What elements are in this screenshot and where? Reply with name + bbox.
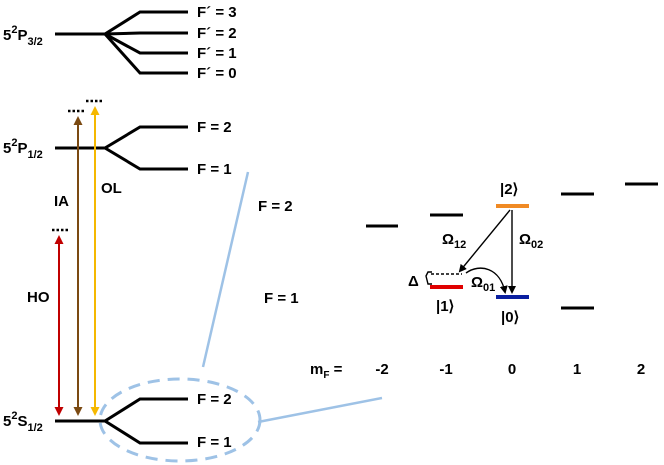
zoom-ellipse bbox=[98, 377, 262, 463]
zeeman-diagram: F = 2 F = 1 Δ Ω12 Ω02 Ω01 |2⟩ |1⟩ |0⟩ mF… bbox=[258, 181, 658, 381]
p12-manifold: 52P1/2 F = 2 F = 1 bbox=[3, 119, 232, 178]
s12-branch-f2 bbox=[104, 397, 188, 423]
omega02-label: Ω02 bbox=[519, 231, 543, 251]
omega12-label: Ω12 bbox=[442, 231, 466, 251]
mf-value-0: 0 bbox=[508, 361, 516, 378]
ol-laser: OL bbox=[86, 99, 122, 416]
zoom-line-bottom bbox=[257, 396, 383, 424]
p32-manifold: 52P3/2 F´ = 3 F´ = 2 F´ = 1 F´ = 0 bbox=[3, 4, 237, 82]
p12-f2-label: F = 2 bbox=[197, 119, 232, 136]
p32-branch-f3 bbox=[104, 10, 188, 36]
omega01-arrow bbox=[465, 267, 508, 294]
mf-value-pos1: 1 bbox=[573, 361, 581, 378]
p12-f1-label: F = 1 bbox=[197, 161, 232, 178]
state-1-label: |1⟩ bbox=[436, 298, 454, 315]
zoom-indicator bbox=[98, 171, 383, 463]
mf-value-neg2: -2 bbox=[375, 361, 388, 378]
state-2-label: |2⟩ bbox=[500, 181, 518, 198]
p12-term-label: 52P1/2 bbox=[3, 137, 43, 161]
mf-value-pos2: 2 bbox=[637, 361, 645, 378]
p32-term-label: 52P3/2 bbox=[3, 24, 43, 48]
mf-value-neg1: -1 bbox=[439, 361, 452, 378]
zoom-line-top bbox=[201, 171, 250, 368]
p12-branch-f1 bbox=[104, 146, 188, 171]
p32-branch-f1 bbox=[104, 32, 188, 55]
s12-branch-f1 bbox=[104, 419, 188, 445]
ho-label: HO bbox=[27, 289, 50, 306]
p32-f3-label: F´ = 3 bbox=[197, 4, 237, 21]
ol-label: OL bbox=[101, 180, 122, 197]
ho-laser: HO bbox=[27, 228, 68, 416]
detuning-bracket bbox=[425, 271, 432, 285]
p32-f1-label: F´ = 1 bbox=[197, 45, 237, 62]
omega12-arrow bbox=[458, 209, 511, 273]
state-0-label: |0⟩ bbox=[501, 309, 519, 326]
p32-f2-label: F´ = 2 bbox=[197, 25, 237, 42]
zeeman-f1-label: F = 1 bbox=[264, 290, 299, 307]
s12-manifold: 52S1/2 F = 2 F = 1 bbox=[3, 391, 232, 451]
zeeman-f2-label: F = 2 bbox=[258, 198, 293, 215]
p32-branch-f0 bbox=[103, 32, 188, 75]
s12-f2-label: F = 2 bbox=[197, 391, 232, 408]
detuning-label: Δ bbox=[408, 273, 419, 290]
omega01-label: Ω01 bbox=[471, 274, 495, 294]
mf-axis-label: mF = bbox=[310, 361, 343, 381]
s12-term-label: 52S1/2 bbox=[3, 410, 43, 434]
p32-branch-f2 bbox=[104, 31, 188, 36]
s12-f1-label: F = 1 bbox=[197, 434, 232, 451]
ia-laser: IA bbox=[54, 109, 86, 416]
p32-f0-label: F´ = 0 bbox=[197, 65, 237, 82]
p12-branch-f2 bbox=[104, 125, 188, 150]
ia-label: IA bbox=[54, 193, 69, 210]
